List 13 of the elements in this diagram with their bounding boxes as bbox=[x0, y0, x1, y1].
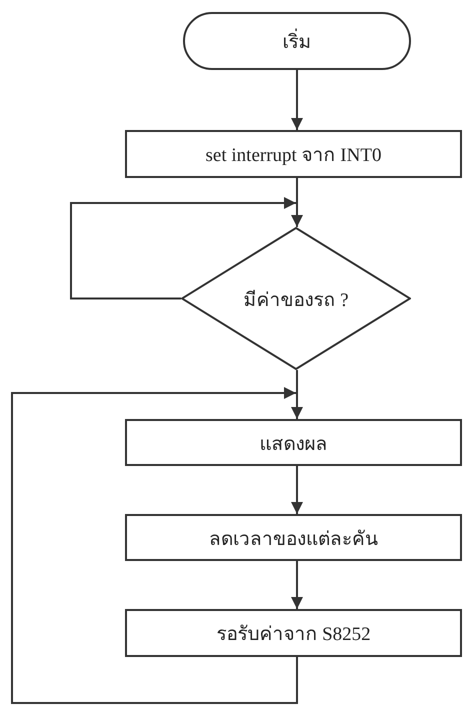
arrow bbox=[291, 70, 303, 130]
arrow bbox=[291, 466, 303, 514]
process-box: รอรับค่าจาก S8252 bbox=[125, 609, 462, 657]
arrow bbox=[291, 561, 303, 609]
process-box: แสดงผล bbox=[125, 419, 462, 466]
process-box: set interrupt จาก INT0 bbox=[125, 130, 462, 178]
arrow bbox=[291, 370, 303, 419]
process-box: ลดเวลาของแต่ละคัน bbox=[125, 514, 462, 561]
arrow bbox=[291, 178, 303, 227]
start-terminal: เริ่ม bbox=[183, 12, 411, 70]
arrow bbox=[11, 387, 298, 704]
arrow bbox=[70, 197, 296, 300]
decision-diamond: มีค่าของรถ ? bbox=[181, 227, 411, 370]
